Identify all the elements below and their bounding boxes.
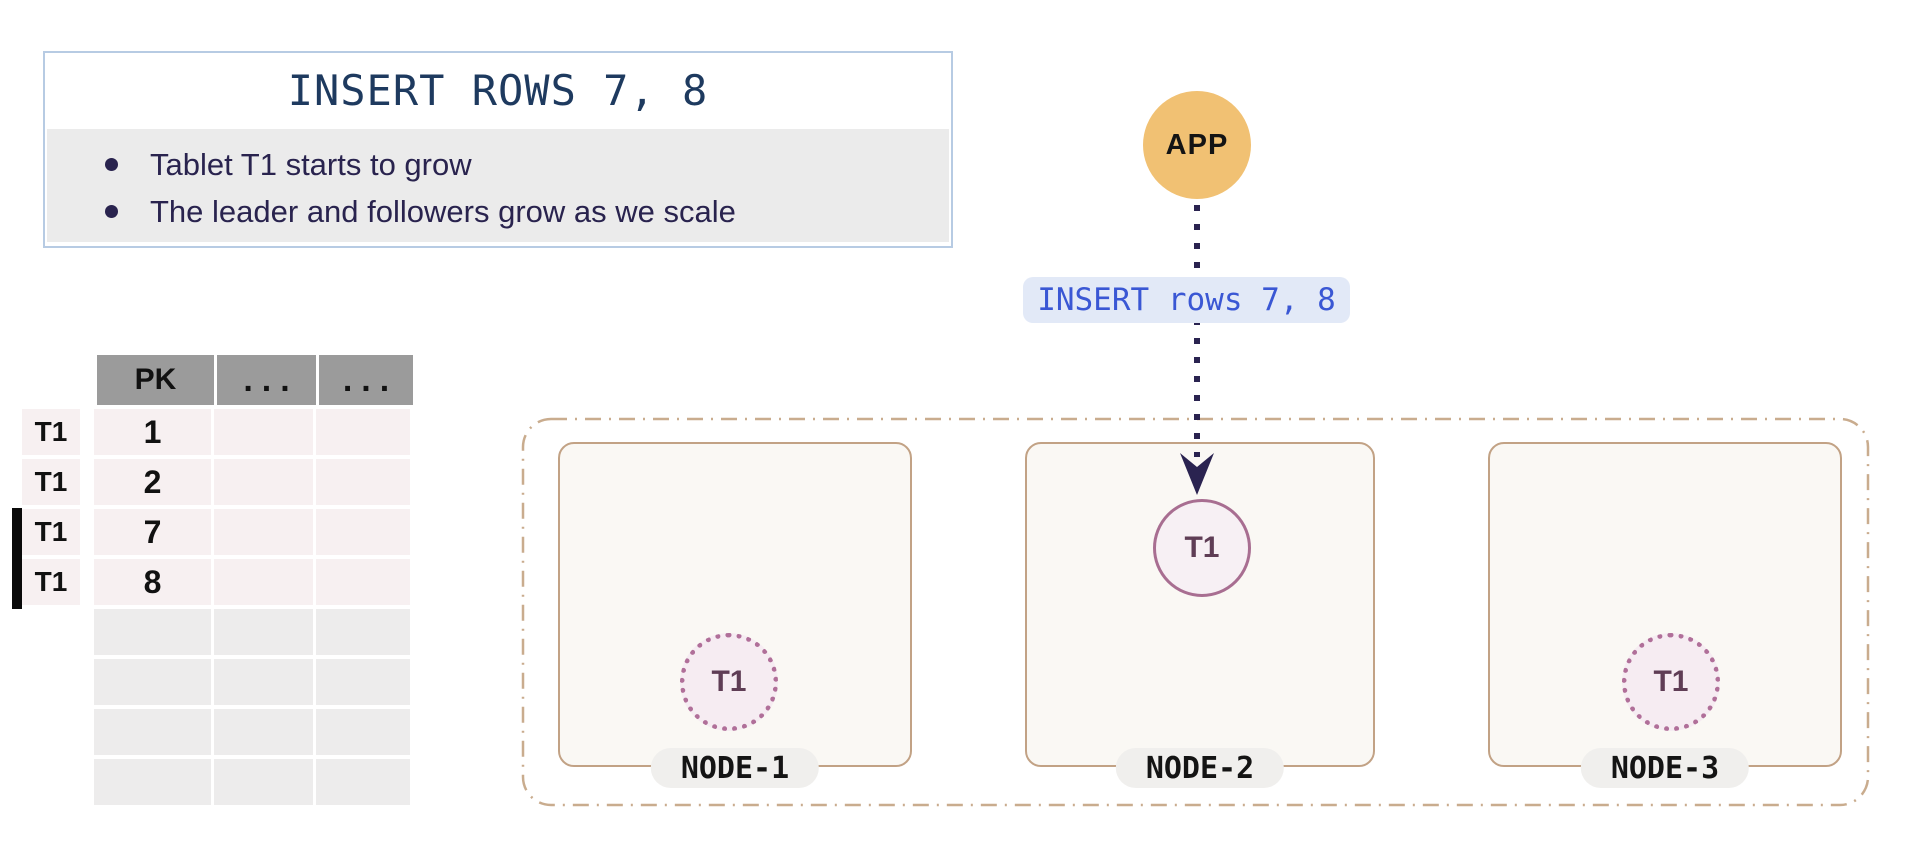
data-cell (316, 509, 410, 555)
tablet-row-label: T1 (22, 459, 80, 505)
bullet-text: Tablet T1 starts to grow (150, 146, 472, 182)
tablet-row-label: T1 (12, 508, 80, 559)
info-box-title: INSERT ROWS 7, 8 (287, 65, 709, 115)
empty-cell (316, 759, 410, 805)
data-cell (316, 409, 410, 455)
table-header-ellipsis: ... (217, 355, 316, 405)
node-1: T1 NODE-1 (558, 442, 912, 788)
data-cell (214, 459, 313, 505)
table-row-empty (22, 709, 413, 755)
app-circle: APP (1143, 91, 1251, 199)
empty-cell (214, 659, 313, 705)
tablet-row-label: T1 (22, 409, 80, 455)
bullet-item: Tablet T1 starts to grow (105, 141, 949, 188)
tablet-row-label-text: T1 (34, 516, 68, 547)
new-row-marker (12, 558, 22, 609)
cluster-border-icon (521, 417, 1870, 807)
empty-cell (214, 709, 313, 755)
node-3: T1 NODE-3 (1488, 442, 1842, 788)
empty-cell (94, 609, 211, 655)
row-label-spacer (22, 609, 80, 655)
empty-cell (214, 609, 313, 655)
tablet-row-label: T1 (12, 558, 80, 609)
table-row-empty (22, 609, 413, 655)
info-box-bullet-list: Tablet T1 starts to grow The leader and … (47, 129, 949, 242)
data-cell (316, 559, 410, 605)
empty-cell (316, 709, 410, 755)
node-1-label: NODE-1 (650, 748, 820, 788)
node-3-label: NODE-3 (1580, 748, 1750, 788)
table-header-row: PK ... ... (97, 355, 413, 405)
bullet-text: The leader and followers grow as we scal… (150, 193, 736, 229)
node-2-label: NODE-2 (1115, 748, 1285, 788)
empty-cell (214, 759, 313, 805)
tablet-row-label-text: T1 (34, 566, 68, 597)
data-cell (214, 409, 313, 455)
tablet-table: PK ... ... T1 1 T1 2 T1 7 (12, 355, 413, 809)
table-row-new: T1 7 (12, 508, 413, 559)
cluster-container: T1 NODE-1 T1 NODE-2 T1 NODE-3 (521, 417, 1870, 807)
row-label-spacer (22, 759, 80, 805)
data-cell (214, 559, 313, 605)
table-row: T1 2 (22, 459, 413, 505)
node-3-tablet-t1-follower: T1 (1622, 633, 1720, 731)
empty-cell (94, 659, 211, 705)
table-row-new: T1 8 (12, 558, 413, 609)
row-label-spacer (22, 659, 80, 705)
insert-arrow-icon (1180, 205, 1214, 495)
node-2-tablet-t1-leader: T1 (1153, 499, 1251, 597)
table-row-empty (22, 759, 413, 805)
table-header-pk: PK (97, 355, 214, 405)
bullet-marker-icon (105, 158, 118, 171)
data-cell (214, 509, 313, 555)
data-cell (316, 459, 410, 505)
table-header-ellipsis: ... (319, 355, 413, 405)
empty-cell (94, 759, 211, 805)
node-2: T1 NODE-2 (1025, 442, 1375, 788)
node-1-tablet-t1-follower: T1 (680, 633, 778, 731)
empty-cell (316, 659, 410, 705)
pk-cell: 7 (94, 509, 211, 555)
row-label-spacer (22, 709, 80, 755)
info-box: INSERT ROWS 7, 8 Tablet T1 starts to gro… (43, 51, 953, 248)
empty-cell (94, 709, 211, 755)
pk-cell: 2 (94, 459, 211, 505)
pk-cell: 1 (94, 409, 211, 455)
table-row-empty (22, 659, 413, 705)
bullet-item: The leader and followers grow as we scal… (105, 188, 949, 235)
table-row: T1 1 (22, 409, 413, 455)
insert-query-label: INSERT rows 7, 8 (1023, 277, 1350, 323)
empty-cell (316, 609, 410, 655)
new-row-marker (12, 508, 22, 559)
pk-cell: 8 (94, 559, 211, 605)
bullet-marker-icon (105, 205, 118, 218)
